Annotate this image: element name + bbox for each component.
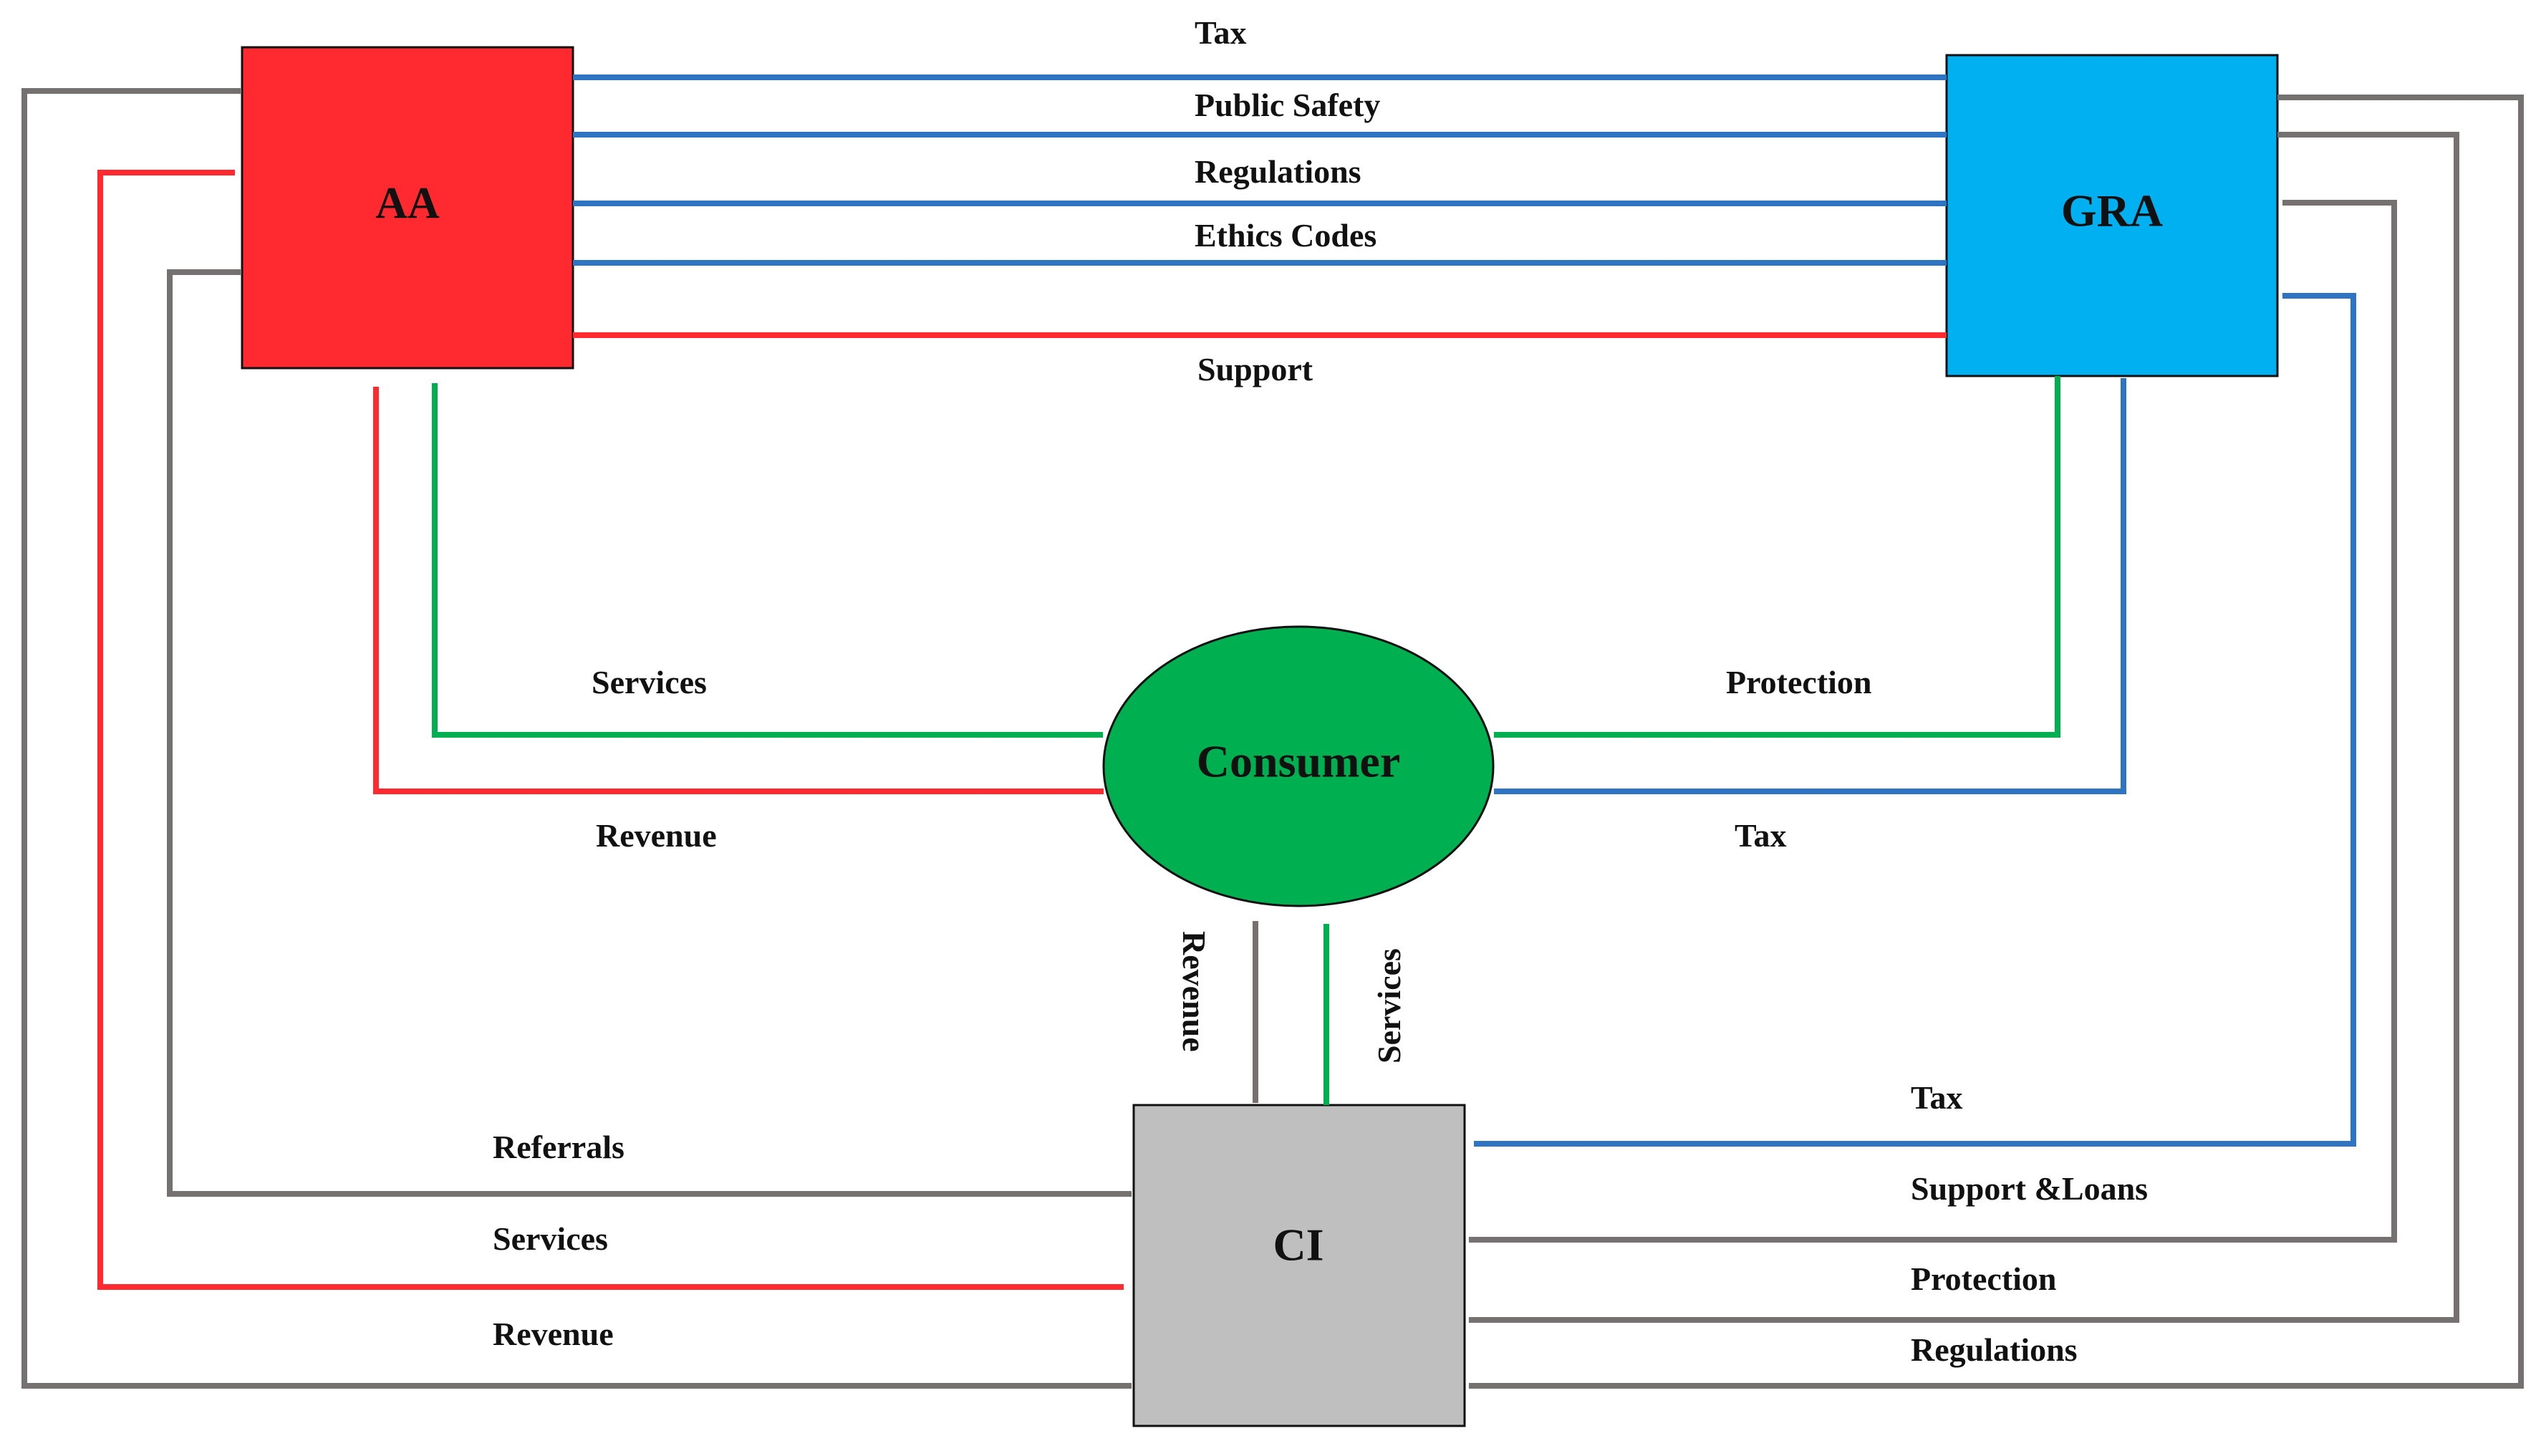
label-aa-ci-referrals: Referrals <box>493 1129 625 1165</box>
label-gra-consumer-protection: Protection <box>1726 664 1872 700</box>
node-aa-label: AA <box>375 179 440 228</box>
node-gra-label: GRA <box>2061 185 2163 236</box>
label-consumer-gra-tax: Tax <box>1735 817 1786 854</box>
label-gra-aa-support: Support <box>1197 351 1313 387</box>
label-aa-consumer-services: Services <box>592 664 707 700</box>
node-consumer-label: Consumer <box>1197 736 1400 787</box>
arrow-aa-consumer-services <box>432 383 1104 738</box>
label-consumer-ci-revenue: Revenue <box>1176 931 1212 1052</box>
label-ci-gra-tax: Tax <box>1911 1079 1962 1116</box>
arrow-consumer-gra-tax <box>1494 377 2126 794</box>
label-aa-gra-ethics-codes: Ethics Codes <box>1195 217 1376 254</box>
arrow-ci-aa-services <box>97 170 1124 1290</box>
node-ci <box>1132 1104 1466 1427</box>
label-gra-ci-protection: Protection <box>1911 1260 2057 1297</box>
arrow-consumer-aa-revenue <box>373 386 1104 794</box>
label-gra-ci-support-loans: Support &Loans <box>1911 1170 2148 1207</box>
node-gra <box>1945 54 2279 377</box>
node-consumer <box>1102 625 1495 907</box>
arrow-gra-ci-protection <box>1468 132 2459 1323</box>
node-aa <box>241 46 574 370</box>
label-ci-consumer-services: Services <box>1371 948 1407 1064</box>
arrow-gra-ci-support-loans <box>1468 200 2397 1243</box>
label-ci-aa-services: Services <box>493 1220 608 1257</box>
label-gra-ci-regulations: Regulations <box>1911 1331 2078 1368</box>
arrow-aa-ci-revenue <box>21 88 1132 1389</box>
arrow-gra-consumer-protection <box>1493 376 2060 738</box>
node-ci-label: CI <box>1273 1220 1323 1271</box>
label-aa-gra-public-safety: Public Safety <box>1195 87 1380 123</box>
label-aa-gra-regulations: Regulations <box>1195 153 1361 190</box>
label-aa-gra-tax: Tax <box>1195 14 1246 51</box>
label-consumer-aa-revenue: Revenue <box>596 817 717 854</box>
label-aa-ci-revenue: Revenue <box>493 1316 614 1352</box>
arrow-ci-gra-tax <box>1474 293 2356 1147</box>
arrow-gra-ci-regulations <box>1468 95 2524 1389</box>
arrow-aa-ci-referrals <box>167 269 1132 1197</box>
